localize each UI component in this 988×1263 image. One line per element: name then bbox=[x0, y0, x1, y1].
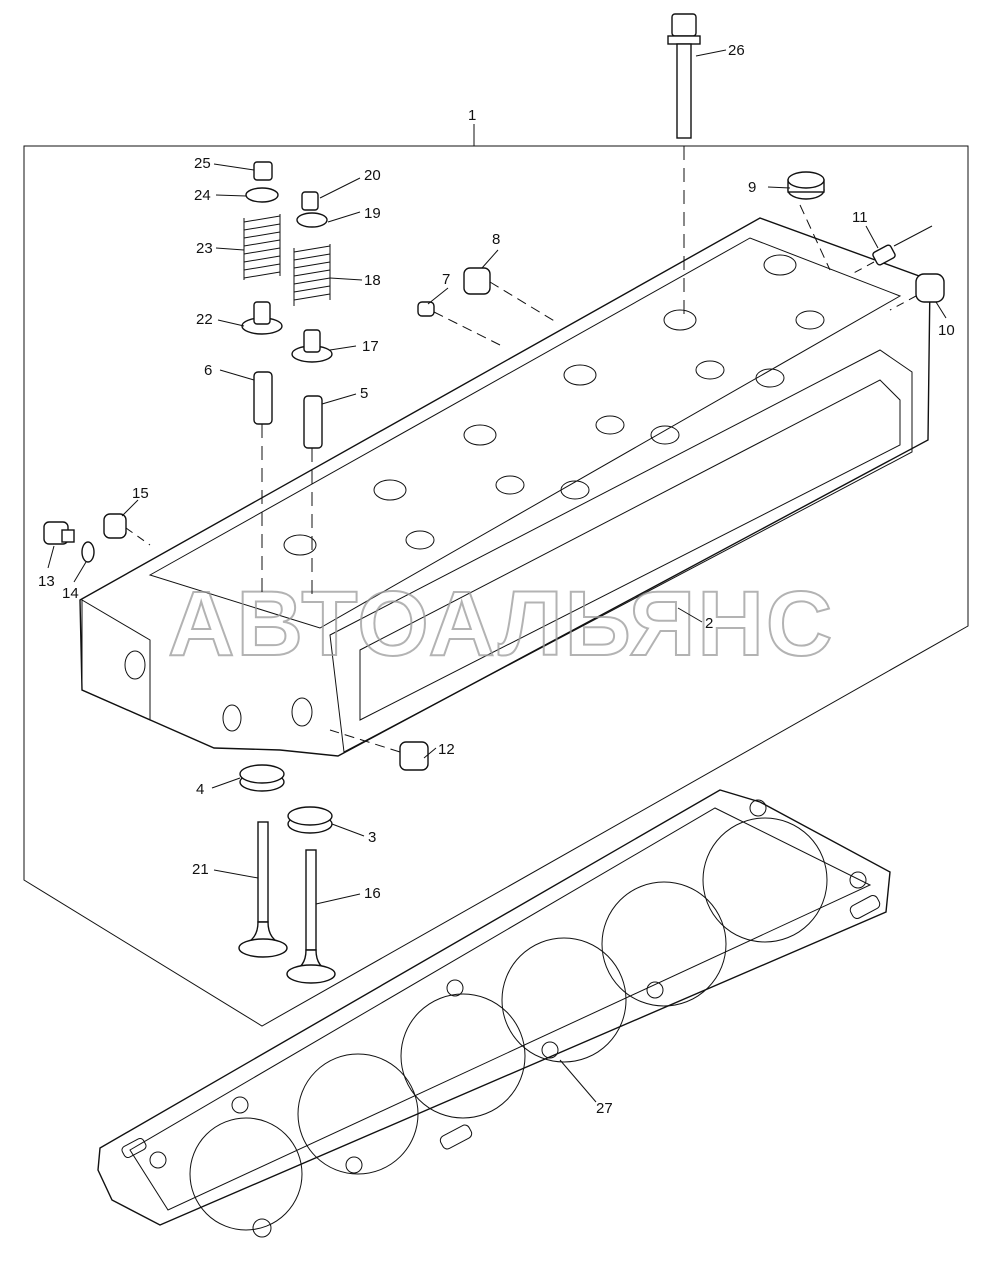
callout-21: 21 bbox=[192, 861, 209, 878]
intake-valve bbox=[286, 849, 336, 984]
watermark: АВТОАЛЬЯНС bbox=[168, 573, 834, 675]
valve-spring-intake bbox=[293, 244, 331, 306]
callout-14: 14 bbox=[62, 585, 79, 602]
plug-7 bbox=[417, 301, 501, 346]
assembly-frame bbox=[23, 145, 969, 1027]
exhaust-valve bbox=[238, 821, 288, 958]
callout-23: 23 bbox=[196, 240, 213, 257]
plug-10 bbox=[889, 273, 945, 311]
valve-seat-3 bbox=[287, 806, 333, 834]
callout-8: 8 bbox=[492, 231, 500, 248]
plug-12 bbox=[329, 729, 429, 771]
callout-5: 5 bbox=[360, 385, 368, 402]
callout-25: 25 bbox=[194, 155, 211, 172]
valve-spring-cap-exhaust bbox=[245, 187, 279, 203]
callout-17: 17 bbox=[362, 338, 379, 355]
washer-14 bbox=[81, 541, 95, 563]
callout-20: 20 bbox=[364, 167, 381, 184]
callout-6: 6 bbox=[204, 362, 212, 379]
callout-9: 9 bbox=[748, 179, 756, 196]
valve-spring-exhaust bbox=[243, 214, 281, 280]
callout-18: 18 bbox=[364, 272, 381, 289]
callout-19: 19 bbox=[364, 205, 381, 222]
valve-keeper-intake bbox=[301, 191, 319, 211]
callout-16: 16 bbox=[364, 885, 381, 902]
plug-15 bbox=[103, 513, 151, 546]
callout-24: 24 bbox=[194, 187, 211, 204]
head-bolt bbox=[667, 13, 701, 320]
callout-3: 3 bbox=[368, 829, 376, 846]
callout-7: 7 bbox=[442, 271, 450, 288]
callout-13: 13 bbox=[38, 573, 55, 590]
callout-2: 2 bbox=[705, 615, 713, 632]
callout-22: 22 bbox=[196, 311, 213, 328]
valve-guide-intake bbox=[303, 395, 323, 600]
callout-10: 10 bbox=[938, 322, 955, 339]
valve-guide-exhaust bbox=[253, 371, 273, 600]
valve-stem-seal-exhaust bbox=[241, 301, 283, 335]
sensor-11 bbox=[849, 225, 933, 276]
callout-labels: 1 2 3 4 5 6 7 8 9 10 11 12 13 14 15 16 1… bbox=[38, 42, 955, 1117]
callout-leaders bbox=[47, 49, 947, 1103]
plug-8 bbox=[463, 267, 557, 323]
seat-insert-9 bbox=[787, 171, 831, 271]
cylinder-head-bores bbox=[124, 254, 825, 732]
callout-11: 11 bbox=[852, 209, 868, 226]
callout-4: 4 bbox=[196, 781, 204, 798]
head-gasket bbox=[97, 789, 891, 1238]
valve-keeper-exhaust bbox=[253, 161, 273, 181]
callout-15: 15 bbox=[132, 485, 149, 502]
valve-spring-cap-intake bbox=[296, 212, 328, 228]
callout-1: 1 bbox=[468, 107, 476, 124]
plug-13 bbox=[43, 521, 75, 545]
callout-27: 27 bbox=[596, 1100, 613, 1117]
cylinder-head bbox=[79, 217, 931, 757]
callout-26: 26 bbox=[728, 42, 745, 59]
valve-seat-4 bbox=[239, 764, 285, 792]
callout-12: 12 bbox=[438, 741, 455, 758]
valve-stem-seal-intake bbox=[291, 329, 333, 363]
